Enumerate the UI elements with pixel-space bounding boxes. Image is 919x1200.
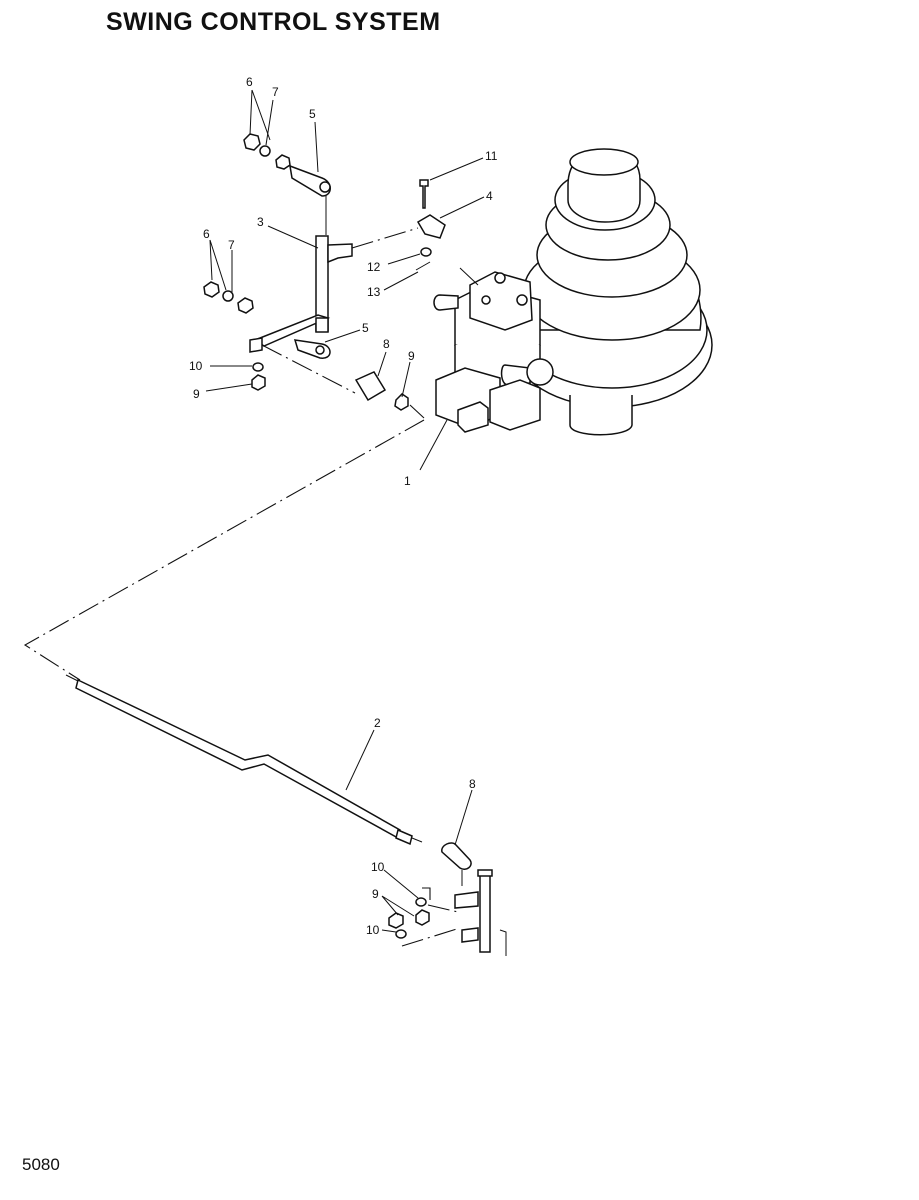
callout-5: 5 <box>362 321 369 335</box>
callout-9: 9 <box>193 387 200 401</box>
callout-10: 10 <box>189 359 203 373</box>
pilot-valve-assembly <box>433 148 713 436</box>
page-title: SWING CONTROL SYSTEM <box>106 8 441 36</box>
callout-7: 7 <box>228 238 235 252</box>
callout-leaders <box>205 89 485 933</box>
control-rod <box>65 674 423 846</box>
callout-6: 6 <box>246 75 253 89</box>
callout-9: 9 <box>408 349 415 363</box>
callout-7: 7 <box>272 85 279 99</box>
document-number: 5080 <box>22 1155 60 1174</box>
callout-3: 3 <box>257 215 264 229</box>
callout-12: 12 <box>367 260 381 274</box>
callout-5: 5 <box>309 107 316 121</box>
callout-8: 8 <box>469 777 476 791</box>
callout-6: 6 <box>203 227 210 241</box>
callout-11: 11 <box>485 149 498 163</box>
callout-9: 9 <box>372 887 379 901</box>
callout-numbers: 6 7 5 3 6 7 5 8 9 10 9 11 4 12 13 1 2 8 … <box>189 75 498 937</box>
callout-10: 10 <box>371 860 385 874</box>
routing-line <box>23 419 425 681</box>
callout-2: 2 <box>374 716 381 730</box>
callout-8: 8 <box>383 337 390 351</box>
upper-linkage <box>203 133 446 419</box>
callout-10: 10 <box>366 923 380 937</box>
callout-1: 1 <box>404 474 411 488</box>
callout-13: 13 <box>367 285 381 299</box>
callout-4: 4 <box>486 189 493 203</box>
lower-linkage <box>388 842 507 956</box>
